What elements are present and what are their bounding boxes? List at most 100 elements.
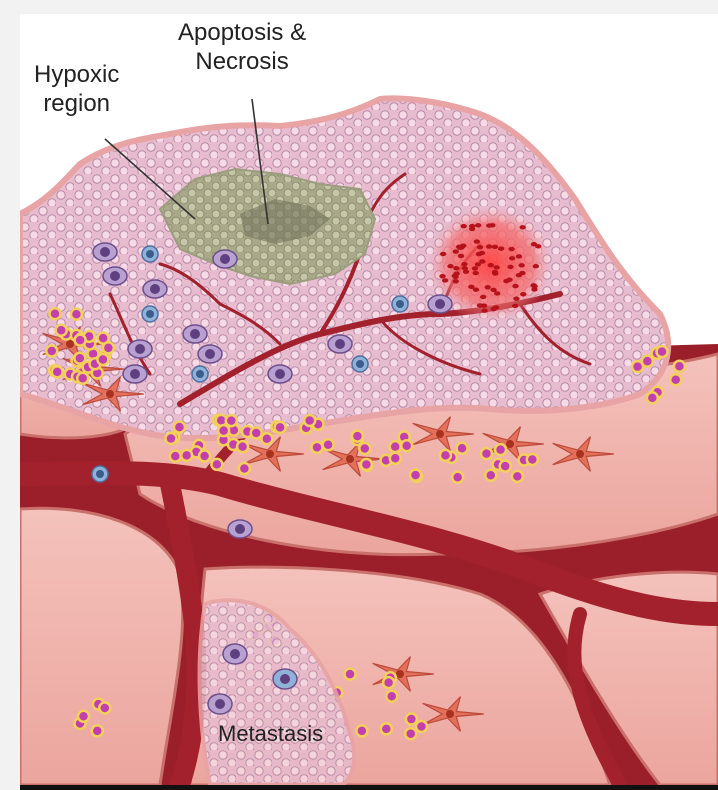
apoptosis-label-line2: Necrosis (178, 47, 306, 76)
apoptosis-label-line1: Apoptosis & (178, 18, 306, 47)
cell-nucleus (135, 344, 145, 354)
factor-dot (632, 361, 643, 372)
red-blood-cell (486, 244, 492, 248)
factor-dot (383, 677, 394, 688)
red-blood-cell (508, 247, 514, 251)
red-blood-cell (509, 256, 515, 260)
red-blood-cell (520, 292, 526, 296)
factor-dot (390, 453, 401, 464)
factor-dot (92, 725, 103, 736)
factor-dot (261, 433, 272, 444)
cell-nucleus (435, 299, 445, 309)
red-blood-cell (456, 245, 462, 249)
red-blood-cell (486, 223, 492, 227)
factor-dot (527, 454, 538, 465)
red-blood-cell (516, 254, 522, 258)
cell-nucleus (280, 674, 290, 684)
factor-dot (416, 721, 427, 732)
red-blood-cell (442, 278, 448, 282)
red-blood-cell (480, 295, 486, 299)
factor-dot (359, 443, 370, 454)
factor-dot (174, 422, 185, 433)
red-blood-cell (531, 242, 537, 246)
factor-dot (390, 441, 401, 452)
factor-dot (452, 472, 463, 483)
red-blood-cell (475, 262, 481, 266)
factor-dot (99, 702, 110, 713)
factor-dot (304, 415, 315, 426)
factor-dot (670, 374, 681, 385)
factor-dot (381, 723, 392, 734)
factor-dot (485, 470, 496, 481)
red-blood-cell (472, 271, 478, 275)
factor-dot (386, 691, 397, 702)
red-blood-cell (503, 279, 509, 283)
fibroblast-nucleus (576, 450, 584, 458)
factor-dot (170, 451, 181, 462)
cell-nucleus (205, 349, 215, 359)
bottom-border (20, 785, 718, 790)
red-blood-cell (472, 266, 478, 270)
factor-dot (97, 354, 108, 365)
red-blood-cell (440, 252, 446, 256)
factor-dot (345, 669, 356, 680)
red-blood-cell (492, 270, 498, 274)
factor-dot (405, 728, 416, 739)
factor-dot (181, 450, 192, 461)
factor-dot (211, 459, 222, 470)
cell-nucleus (335, 339, 345, 349)
cell-nucleus (275, 369, 285, 379)
red-blood-cell (453, 279, 459, 283)
factor-dot (647, 392, 658, 403)
cell-nucleus (190, 329, 200, 339)
factor-dot (56, 325, 67, 336)
factor-dot (410, 470, 421, 481)
red-blood-cell (492, 245, 498, 249)
apoptosis-necrosis-label: Apoptosis & Necrosis (178, 18, 306, 76)
factor-dot (323, 439, 334, 450)
red-blood-cell (458, 254, 464, 258)
factor-dot (78, 711, 89, 722)
red-blood-cell (481, 308, 487, 312)
factor-dot (52, 366, 63, 377)
factor-dot (500, 461, 511, 472)
factor-dot (103, 342, 114, 353)
cell-nucleus (100, 247, 110, 257)
factor-dot (356, 725, 367, 736)
hypoxic-region-label: Hypoxic region (34, 60, 119, 118)
factor-dot (401, 440, 412, 451)
cell-nucleus (96, 470, 104, 478)
red-blood-cell (490, 288, 496, 292)
tumor-microenvironment-illustration (20, 14, 718, 785)
factor-dot (657, 346, 668, 357)
red-blood-cell (512, 304, 518, 308)
factor-dot (406, 714, 417, 725)
red-blood-cell (513, 296, 519, 300)
red-blood-cell (477, 245, 483, 249)
red-blood-cell (462, 266, 468, 270)
factor-dot (199, 450, 210, 461)
factor-dot (218, 425, 229, 436)
fibroblast-nucleus (266, 450, 274, 458)
factor-dot (674, 361, 685, 372)
red-blood-cell (476, 252, 482, 256)
red-blood-cell (469, 224, 475, 228)
red-blood-cell (512, 284, 518, 288)
red-blood-cell (461, 224, 467, 228)
metastasis-label: Metastasis (218, 719, 323, 748)
red-blood-cell (518, 263, 524, 267)
factor-dot (165, 433, 176, 444)
cell-nucleus (215, 699, 225, 709)
cell-nucleus (130, 369, 140, 379)
red-blood-cell (507, 265, 513, 269)
factor-dot (226, 415, 237, 426)
red-blood-cell (475, 223, 481, 227)
factor-dot (77, 373, 88, 384)
factor-dot (361, 459, 372, 470)
factor-dot (312, 442, 323, 453)
red-blood-cell (520, 225, 526, 229)
fibroblast-nucleus (106, 390, 114, 398)
cell-nucleus (110, 271, 120, 281)
red-blood-cell (485, 285, 491, 289)
